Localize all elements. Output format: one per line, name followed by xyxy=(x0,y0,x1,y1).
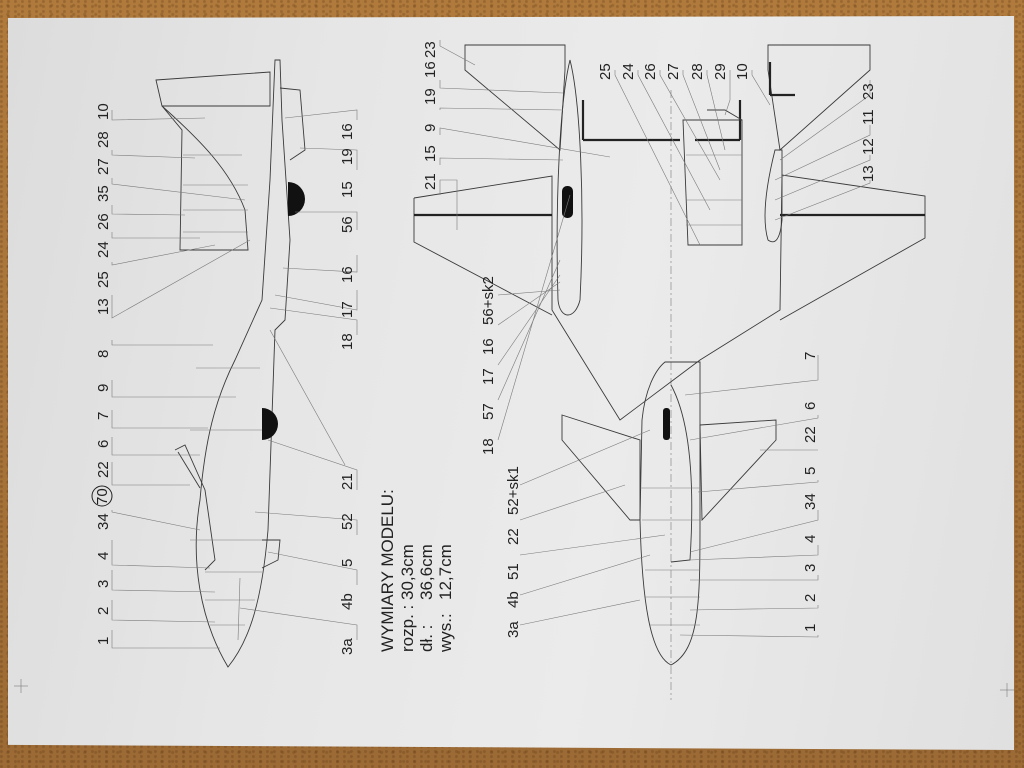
svg-text:52: 52 xyxy=(339,513,356,530)
svg-text:8: 8 xyxy=(95,350,112,358)
top-view-leaders xyxy=(439,40,871,638)
svg-text:16: 16 xyxy=(339,266,356,283)
svg-text:3a: 3a xyxy=(339,638,356,655)
svg-text:3a: 3a xyxy=(505,621,522,638)
svg-text:28: 28 xyxy=(689,63,706,80)
svg-text:22: 22 xyxy=(95,461,112,478)
svg-text:19: 19 xyxy=(339,148,356,165)
svg-text:17: 17 xyxy=(339,301,356,318)
svg-text:23: 23 xyxy=(860,83,877,100)
svg-text:13: 13 xyxy=(860,165,877,182)
svg-text:23: 23 xyxy=(422,41,439,58)
svg-text:16: 16 xyxy=(422,61,439,78)
svg-text:28: 28 xyxy=(95,131,112,148)
svg-text:56+sk2: 56+sk2 xyxy=(480,276,497,325)
side-view-leaders xyxy=(111,109,358,649)
svg-text:18: 18 xyxy=(339,333,356,350)
svg-text:3: 3 xyxy=(95,580,112,588)
svg-text:3: 3 xyxy=(802,564,819,572)
svg-text:26: 26 xyxy=(95,213,112,230)
svg-text:24: 24 xyxy=(620,63,637,80)
svg-text:13: 13 xyxy=(95,298,112,315)
page-number-badge: 70 xyxy=(91,485,113,507)
svg-text:25: 25 xyxy=(597,63,614,80)
svg-text:35: 35 xyxy=(95,185,112,202)
side-view-aircraft xyxy=(155,59,306,668)
svg-text:21: 21 xyxy=(339,473,356,490)
svg-text:9: 9 xyxy=(95,384,112,392)
svg-text:1: 1 xyxy=(95,637,112,645)
dimensions-title: WYMIARY MODELU: xyxy=(378,489,397,652)
svg-text:18: 18 xyxy=(480,438,497,455)
svg-text:5: 5 xyxy=(339,559,356,567)
svg-text:52+sk1: 52+sk1 xyxy=(505,466,522,515)
svg-text:12: 12 xyxy=(860,138,877,155)
svg-text:30,3cm: 30,3cm xyxy=(398,544,417,600)
svg-text:27: 27 xyxy=(95,158,112,175)
svg-text:4b: 4b xyxy=(505,591,522,608)
model-dimensions: WYMIARY MODELU: rozp. : 30,3cm dł. : 36,… xyxy=(378,489,455,653)
svg-text:dł. :: dł. : xyxy=(417,625,436,652)
top-view-labels-center-top: 25 24 26 27 28 29 10 xyxy=(597,63,751,80)
svg-text:34: 34 xyxy=(802,493,819,510)
svg-text:rozp. :: rozp. : xyxy=(398,605,417,652)
svg-text:4: 4 xyxy=(95,552,112,560)
svg-text:25: 25 xyxy=(95,271,112,288)
svg-text:34: 34 xyxy=(95,513,112,530)
svg-text:17: 17 xyxy=(480,368,497,385)
svg-text:22: 22 xyxy=(802,426,819,443)
top-view-aircraft xyxy=(413,44,926,700)
registration-marks xyxy=(14,679,1014,697)
top-view-labels-right-bottom: 1 2 3 4 34 5 22 6 7 xyxy=(802,352,819,632)
svg-text:19: 19 xyxy=(422,88,439,105)
svg-text:16: 16 xyxy=(480,338,497,355)
svg-text:6: 6 xyxy=(95,440,112,448)
svg-text:16: 16 xyxy=(339,123,356,140)
svg-text:5: 5 xyxy=(802,467,819,475)
top-view-labels-left-mid: 18 57 17 16 56+sk2 xyxy=(480,276,497,455)
svg-text:4b: 4b xyxy=(339,593,356,610)
svg-text:24: 24 xyxy=(95,241,112,258)
svg-text:12,7cm: 12,7cm xyxy=(436,544,455,600)
svg-text:15: 15 xyxy=(422,145,439,162)
svg-text:70: 70 xyxy=(94,488,111,505)
svg-text:36,6cm: 36,6cm xyxy=(417,544,436,600)
svg-text:7: 7 xyxy=(802,352,819,360)
top-view-labels-right-top: 13 12 11 23 xyxy=(860,83,877,182)
side-view-labels-bottom: 3a 4b 5 52 21 18 17 16 56 15 19 16 xyxy=(339,123,356,655)
svg-text:2: 2 xyxy=(95,607,112,615)
svg-text:9: 9 xyxy=(422,124,439,132)
svg-text:11: 11 xyxy=(860,109,877,125)
svg-text:26: 26 xyxy=(642,63,659,80)
svg-text:15: 15 xyxy=(339,181,356,198)
svg-text:56: 56 xyxy=(339,216,356,233)
svg-text:1: 1 xyxy=(802,624,819,632)
svg-text:27: 27 xyxy=(665,63,682,80)
svg-text:21: 21 xyxy=(422,173,439,190)
svg-text:2: 2 xyxy=(802,594,819,602)
svg-text:wys.:: wys.: xyxy=(436,613,455,653)
svg-text:7: 7 xyxy=(95,412,112,420)
svg-text:10: 10 xyxy=(95,103,112,120)
svg-text:29: 29 xyxy=(712,63,729,80)
side-view-labels-top: 1 2 3 4 34 22 6 7 9 8 13 25 24 26 35 27 … xyxy=(95,103,112,645)
paper-sheet xyxy=(8,16,1014,750)
svg-text:6: 6 xyxy=(802,402,819,410)
svg-text:57: 57 xyxy=(480,403,497,420)
svg-text:4: 4 xyxy=(802,535,819,543)
top-view-labels-left-top: 21 15 9 19 16 23 xyxy=(422,41,439,190)
svg-text:10: 10 xyxy=(734,63,751,80)
svg-text:51: 51 xyxy=(505,563,522,580)
svg-text:22: 22 xyxy=(505,528,522,545)
top-view-labels-left-bottom: 3a 4b 51 22 52+sk1 xyxy=(505,466,522,638)
